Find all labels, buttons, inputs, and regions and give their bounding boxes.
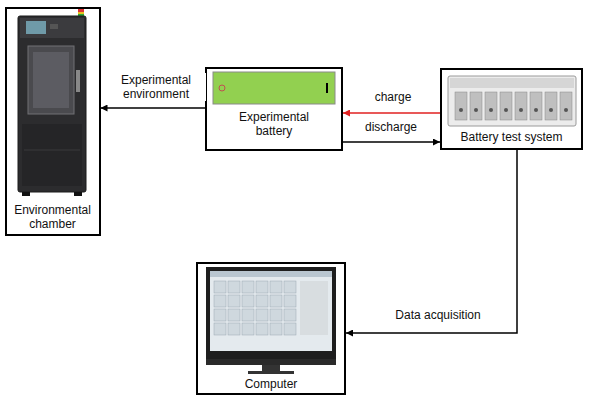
connector-arrow [346, 150, 517, 333]
node-label: Environmental chamber [9, 203, 97, 231]
edge-label: charge [366, 90, 420, 104]
tester-box: Battery test system [440, 68, 583, 150]
computer-illustration [206, 267, 336, 374]
chamber-illustration [18, 9, 86, 196]
connector-arrow [343, 141, 440, 143]
connector-arrow [343, 112, 440, 114]
edge-label: discharge [354, 120, 428, 134]
node-label: Experimental battery [224, 110, 324, 138]
node-label: Battery test system [447, 130, 577, 144]
node-label: Computer [206, 377, 336, 391]
connector-arrow [101, 107, 206, 109]
battery-illustration [213, 72, 335, 104]
edge-label: Data acquisition [386, 308, 490, 322]
chamber-box: Environmental chamber [5, 7, 101, 236]
computer-box: Computer [196, 262, 346, 395]
edge-label: Experimental environment [106, 73, 206, 101]
battery-box: Experimental battery [205, 67, 343, 151]
tester-illustration [448, 76, 576, 126]
